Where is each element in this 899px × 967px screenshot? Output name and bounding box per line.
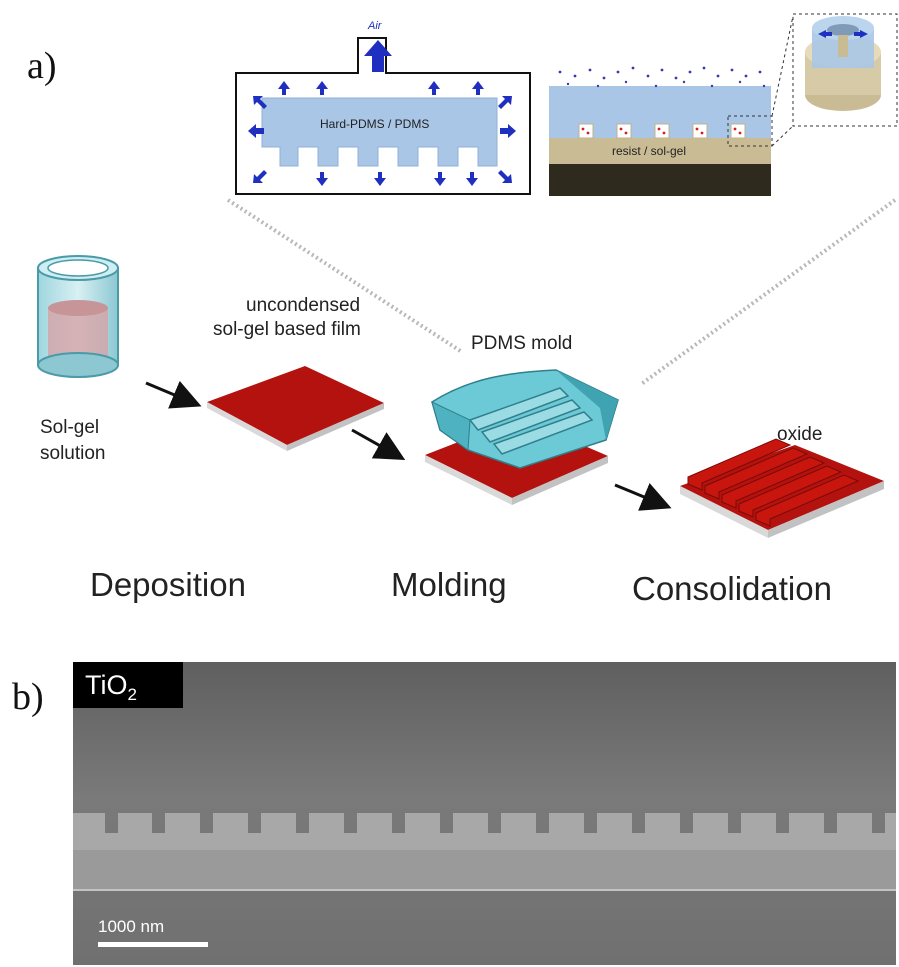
panel-a-label: a) xyxy=(27,45,57,87)
material-text: TiO xyxy=(85,670,128,700)
oxide-label: oxide xyxy=(777,424,823,445)
material-label: TiO2 xyxy=(73,662,183,708)
arrow-deposition xyxy=(145,380,202,409)
film-label-line2: sol-gel based film xyxy=(213,319,361,340)
cross-section-inset xyxy=(549,66,773,196)
step-deposition: Deposition xyxy=(90,566,246,603)
sem-image xyxy=(73,662,896,965)
scale-bar-label: 1000 nm xyxy=(98,917,165,936)
chamber-inset xyxy=(235,37,531,195)
solution-label-line1: Sol-gel xyxy=(40,417,100,438)
air-label: Air xyxy=(368,20,382,32)
step-molding: Molding xyxy=(391,566,507,603)
airflow-arrows xyxy=(248,81,516,186)
solgel-film xyxy=(207,366,384,451)
arrow-molding xyxy=(351,428,406,460)
step-consolidation: Consolidation xyxy=(632,570,832,607)
material-subscript: 2 xyxy=(127,685,137,704)
film-label-line1: uncondensed xyxy=(246,295,361,316)
connector-left xyxy=(226,198,464,354)
solution-label-line2: solution xyxy=(40,443,106,464)
oxide-grating xyxy=(680,438,884,538)
pdms-mold-assembly xyxy=(425,369,619,505)
connector-right xyxy=(638,198,897,387)
arrow-consolidation xyxy=(614,482,672,511)
stamp-label: Hard-PDMS / PDMS xyxy=(320,117,430,131)
zoom-inset xyxy=(771,13,898,147)
scale-bar xyxy=(98,942,208,947)
solgel-beaker xyxy=(37,255,119,378)
resist-label: resist / sol-gel xyxy=(612,144,687,158)
panel-b-label: b) xyxy=(12,676,44,718)
mold-label: PDMS mold xyxy=(471,333,573,354)
